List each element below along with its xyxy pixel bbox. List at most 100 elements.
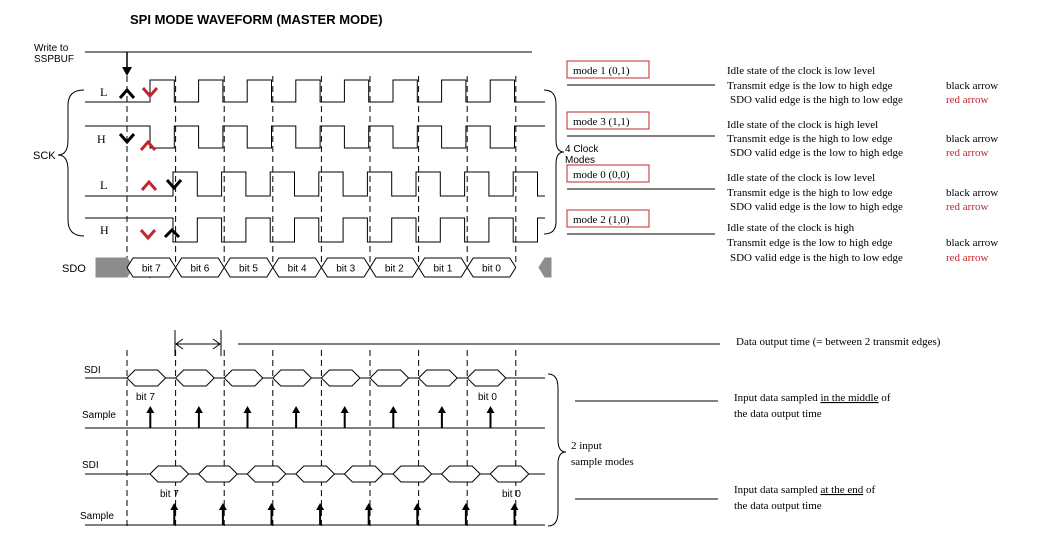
level-label-4: H: [100, 223, 109, 237]
mode-line1: Idle state of the clock is low level: [727, 65, 875, 77]
sdi-label-1: SDI: [84, 365, 101, 376]
sdi-label-2: SDI: [82, 460, 99, 471]
mode-line2: Transmit edge is the low to high edge: [727, 237, 893, 249]
sdi-bit-cell: [272, 369, 313, 387]
edge-arrows: [118, 87, 183, 241]
sample-arrow-head: [340, 406, 349, 413]
middle-pre: Input data sampled: [734, 392, 820, 404]
sspbuf-label: SSPBUF: [34, 54, 74, 65]
sdi1-first-bit: bit 7: [136, 392, 155, 403]
sdi-bit-cell: [174, 369, 215, 387]
sample-arrow-head: [243, 406, 252, 413]
sample-modes-label: sample modes: [571, 456, 634, 468]
sdi-bit-cell: [440, 465, 481, 483]
sdi-bit-cell: [466, 369, 507, 387]
transmit-arrow-mode2: [163, 227, 181, 239]
modes-label: Modes: [565, 155, 595, 166]
clock-trace-2: [85, 125, 545, 149]
sdo-bit-label: bit 2: [385, 264, 404, 275]
end-text-line1: Input data sampled at the end of: [734, 484, 875, 496]
sdi-bit-cell: [246, 465, 287, 483]
clock-trace-4: [85, 217, 545, 243]
mode-line3: SDO valid edge is the low to high edge: [730, 201, 903, 213]
sdi-waveform-end: [85, 465, 545, 526]
mode-line2-arrow: black arrow: [946, 187, 998, 199]
sample-arrow-head: [146, 406, 155, 413]
dot-arrow-right: [212, 338, 221, 350]
mode-box: [566, 111, 650, 130]
sdo-bit-label: bit 7: [142, 264, 161, 275]
sample-arrow-head: [170, 503, 179, 510]
middle-text-line2: the data output time: [734, 408, 822, 420]
two-input-label: 2 input: [571, 440, 602, 452]
end-text-line2: the data output time: [734, 500, 822, 512]
transmit-arrow-mode0: [165, 179, 183, 191]
clock-waveforms: [85, 79, 545, 243]
sdo-bit-label: bit 3: [336, 264, 355, 275]
sdi-bit-cell: [489, 465, 530, 483]
sdi-bit-cell: [149, 465, 190, 483]
sdo-bit-label: bit 6: [190, 264, 209, 275]
mode-name: mode 3 (1,1): [573, 116, 630, 128]
sdi-bit-cell: [197, 465, 238, 483]
level-label-2: H: [97, 132, 106, 146]
sdo-bit-label: bit 0: [482, 264, 501, 275]
middle-em: in the middle: [820, 392, 878, 404]
sdi1-last-bit: bit 0: [478, 392, 497, 403]
mode-line3-arrow: red arrow: [946, 201, 989, 213]
mode-line2: Transmit edge is the high to low edge: [727, 187, 893, 199]
transmit-arrow-mode3: [118, 133, 136, 145]
write-to-label: Write to: [34, 43, 69, 54]
sdi-bit-cell: [295, 465, 336, 483]
transmit-arrow-mode1: [118, 87, 136, 99]
mode-descriptions: mode 1 (0,1) Idle state of the clock is l…: [566, 60, 998, 264]
sdo-bit-label: bit 4: [288, 264, 307, 275]
mode-box: [566, 209, 650, 228]
sdi-bit-cell: [126, 369, 167, 387]
end-post: of: [863, 484, 875, 496]
end-pre: Input data sampled: [734, 484, 820, 496]
sample-arrow-head: [510, 503, 519, 510]
valid-arrow-mode2: [139, 229, 157, 241]
sdi-bit-cell: [417, 369, 458, 387]
mode-box: [566, 164, 650, 183]
sample-arrow-head: [389, 406, 398, 413]
sample-arrow-head: [292, 406, 301, 413]
sample-arrow-head: [218, 503, 227, 510]
sample-arrow-head: [486, 406, 495, 413]
mode-line2: Transmit edge is the low to high edge: [727, 80, 893, 92]
mode-name: mode 0 (0,0): [573, 169, 630, 181]
clock-trace-1: [85, 79, 545, 103]
mode-line2: Transmit edge is the high to low edge: [727, 133, 893, 145]
mode-line3: SDO valid edge is the high to low edge: [730, 94, 903, 106]
mode-line3: SDO valid edge is the high to low edge: [730, 252, 903, 264]
sdo-bit-label: bit 1: [433, 264, 452, 275]
end-em: at the end: [820, 484, 863, 496]
dot-arrow-left: [175, 338, 184, 350]
diagram-title: SPI MODE WAVEFORM (MASTER MODE): [130, 12, 383, 27]
valid-arrow-mode3: [139, 139, 157, 151]
valid-arrow-mode1: [141, 87, 159, 99]
four-clock-label: 4 Clock: [565, 144, 599, 155]
mode-line1: Idle state of the clock is low level: [727, 172, 875, 184]
sdo-idle-right: [538, 257, 552, 278]
sample-arrow-head: [316, 503, 325, 510]
mode-line2-arrow: black arrow: [946, 237, 998, 249]
middle-text-line1: Input data sampled in the middle of: [734, 392, 891, 404]
mode-box: [566, 60, 650, 79]
sdi-bit-cell: [369, 369, 410, 387]
modes-brace: [543, 89, 565, 235]
mode-name: mode 2 (1,0): [573, 214, 630, 226]
sdi2-first-bit: bit 7: [160, 489, 179, 500]
sdi-waveform-middle: [85, 369, 545, 429]
mode-line1: Idle state of the clock is high: [727, 222, 855, 234]
clock-trace-3: [85, 171, 545, 197]
sample-label-1: Sample: [82, 410, 116, 421]
sdi-bit-cell: [223, 369, 264, 387]
sample-arrow-head: [413, 503, 422, 510]
mode-line2-arrow: black arrow: [946, 133, 998, 145]
mode-name: mode 1 (0,1): [573, 65, 630, 77]
